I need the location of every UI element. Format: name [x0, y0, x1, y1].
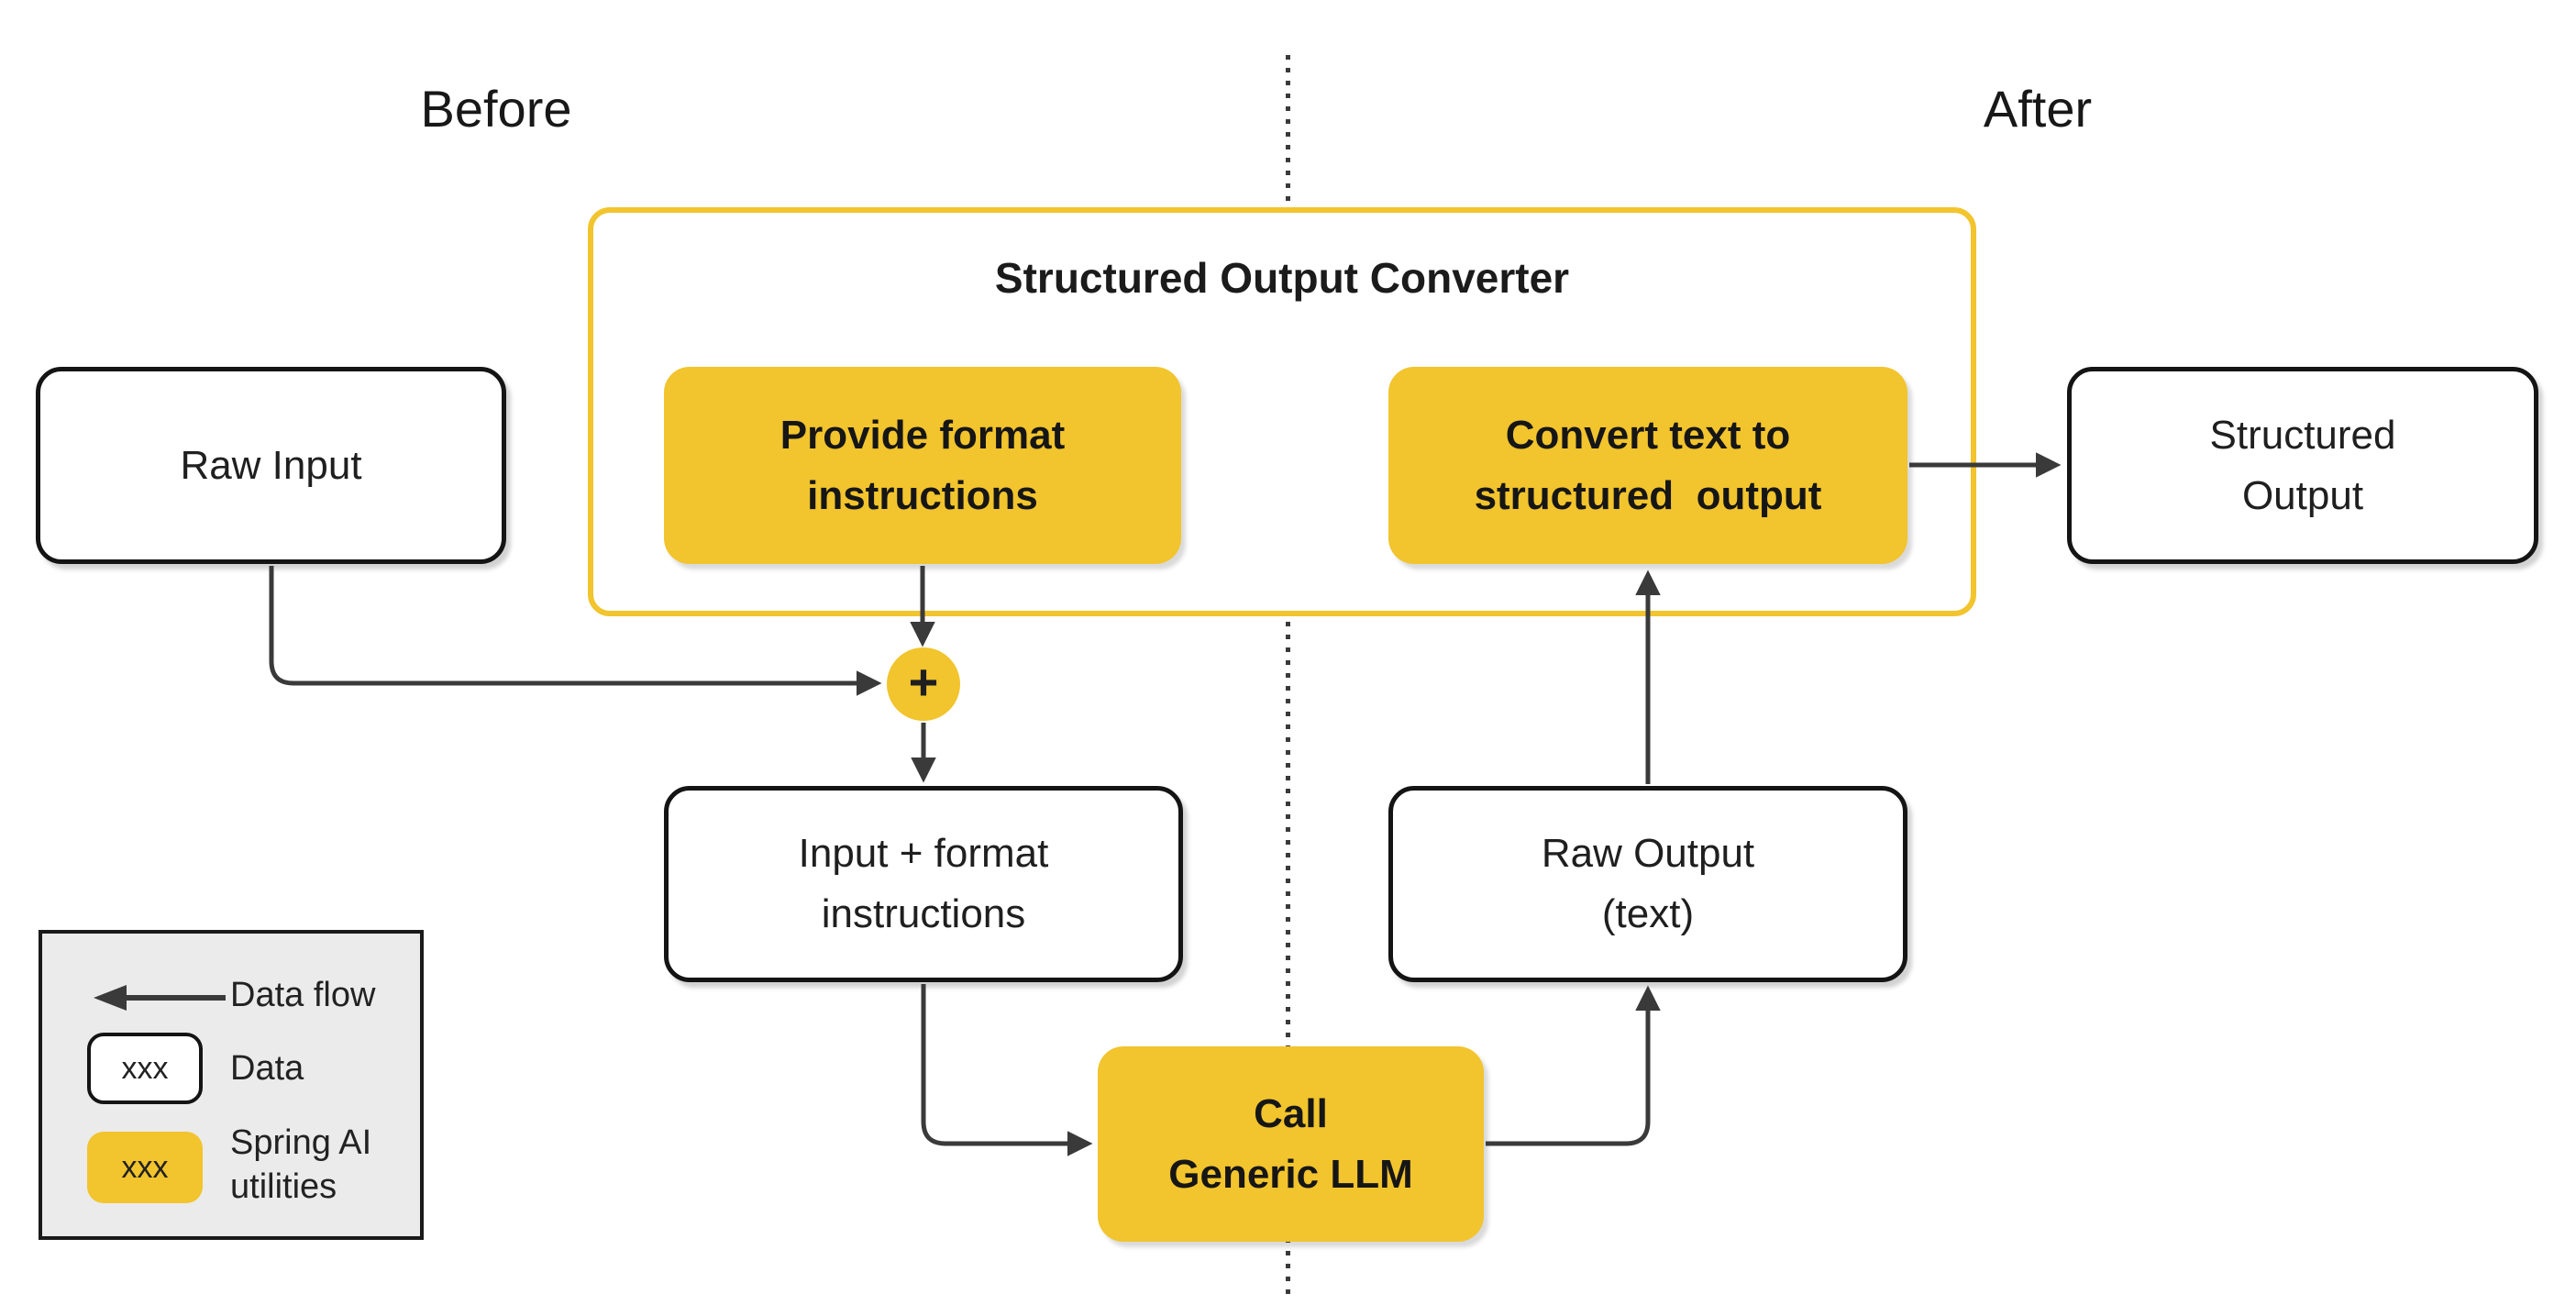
input-format-label-line2: instructions — [821, 891, 1026, 936]
legend-spring-ai-label: Spring AI utilities — [230, 1121, 371, 1209]
input-format-instructions-node: Input + format instructions — [664, 786, 1183, 982]
convert-text-label-line1: Convert text to — [1505, 412, 1791, 458]
raw-output-label-line1: Raw Output — [1541, 831, 1755, 876]
divider-dotted-line-top — [1286, 55, 1290, 207]
raw-output-label-line2: (text) — [1601, 891, 1695, 936]
input-format-label-line1: Input + format — [798, 831, 1049, 876]
structured-output-label-line2: Output — [2241, 472, 2364, 518]
raw-input-node: Raw Input — [36, 367, 506, 564]
provide-format-label-line1: Provide format — [779, 412, 1066, 458]
legend-spring-ai-swatch-text: xxx — [121, 1149, 169, 1185]
raw-input-label: Raw Input — [180, 442, 362, 488]
convert-text-label-line2: structured output — [1474, 472, 1822, 518]
plus-junction: + — [887, 647, 960, 721]
converter-group-title: Structured Output Converter — [994, 254, 1570, 302]
plus-symbol: + — [908, 653, 939, 711]
data-flow-arrow-icon — [94, 985, 226, 1011]
arrow-call-llm-to-raw-output — [1486, 985, 1661, 1146]
legend-data-flow-label: Data flow — [230, 976, 376, 1014]
provide-format-label-line2: instructions — [807, 472, 1038, 518]
arrow-input-format-to-call-llm — [921, 984, 1093, 1156]
after-section-label: After — [1983, 80, 2093, 138]
convert-text-node: Convert text to structured output — [1388, 367, 1907, 564]
legend-spring-ai-label-line1: Spring AI — [230, 1123, 372, 1162]
call-llm-label-line1: Call — [1254, 1090, 1328, 1136]
legend-data-swatch-text: xxx — [121, 1050, 169, 1086]
call-generic-llm-node: Call Generic LLM — [1098, 1046, 1484, 1242]
divider-dotted-line-bottom — [1286, 622, 1290, 1300]
call-llm-label-line2: Generic LLM — [1168, 1151, 1413, 1197]
structured-output-label-line1: Structured — [2209, 412, 2396, 458]
legend-data-label: Data — [230, 1049, 304, 1088]
legend-spring-ai-swatch: xxx — [87, 1132, 203, 1203]
before-section-label: Before — [420, 80, 572, 138]
legend-box: Data flow xxx Data xxx Spring AI utiliti… — [39, 930, 424, 1240]
structured-output-node: Structured Output — [2067, 367, 2538, 564]
legend-spring-ai-label-line2: utilities — [230, 1167, 337, 1206]
provide-format-instructions-node: Provide format instructions — [664, 367, 1181, 564]
raw-output-node: Raw Output (text) — [1388, 786, 1907, 982]
legend-data-swatch: xxx — [87, 1033, 203, 1104]
